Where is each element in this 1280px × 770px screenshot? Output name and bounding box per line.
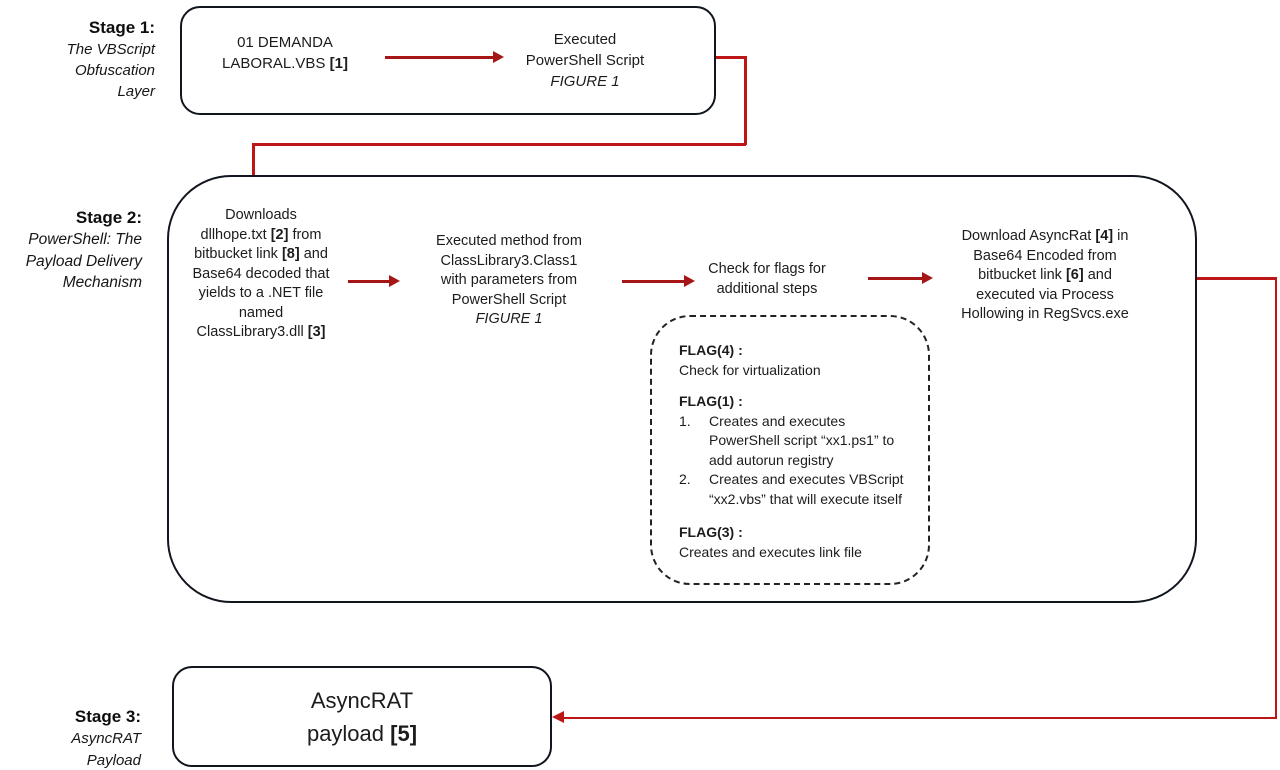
stage1-label-title: Stage 1: xyxy=(88,18,155,37)
flag1-item-1-number: 1. xyxy=(679,412,691,429)
connector-s2-s3-seg3 xyxy=(563,716,1277,719)
stage3-label-title: Stage 3: xyxy=(74,707,141,726)
stage1-box xyxy=(180,6,716,115)
connector-s2-s3-seg2 xyxy=(1274,277,1277,719)
flag1-item-2-text: Creates and executes VBScript “xx2.vbs” … xyxy=(709,471,904,507)
flag3-desc: Creates and executes link file xyxy=(679,543,862,560)
flags-detail-box: FLAG(4) : Check for virtualization FLAG(… xyxy=(650,315,930,585)
flag1-item-1: 1. Creates and executes PowerShell scrip… xyxy=(679,412,910,471)
connector-s2-s3-arrowhead xyxy=(552,711,564,724)
flag3-block: FLAG(3) : Creates and executes link file xyxy=(679,523,910,562)
stage3-box xyxy=(172,666,552,767)
flag3-title: FLAG(3) : xyxy=(679,524,743,540)
stage2-label-title: Stage 2: xyxy=(75,208,142,227)
flag1-title: FLAG(1) : xyxy=(679,393,743,409)
connector-s1-s2-seg3 xyxy=(252,143,746,146)
flag1-block: FLAG(1) : 1. Creates and executes PowerS… xyxy=(679,392,910,509)
connector-s2-s3-seg1 xyxy=(1197,277,1277,280)
flag1-item-2-number: 2. xyxy=(679,471,691,487)
stage1-exec-arrow xyxy=(385,56,493,59)
flag4-block: FLAG(4) : Check for virtualization xyxy=(679,341,910,380)
stage2-arrow-3 xyxy=(868,277,922,280)
stage2-arrow-2 xyxy=(622,280,684,283)
flag1-item-1-text: Creates and executes PowerShell script “… xyxy=(709,412,895,468)
flag4-desc: Check for virtualization xyxy=(679,361,821,378)
flag4-title: FLAG(4) : xyxy=(679,342,743,358)
stage2-box xyxy=(167,175,1197,603)
stage2-arrow-1 xyxy=(348,280,389,283)
connector-s1-s2-seg1 xyxy=(716,56,746,59)
connector-s1-s2-seg4 xyxy=(252,145,255,197)
flag1-item-2: 2. Creates and executes VBScript “xx2.vb… xyxy=(679,470,910,509)
connector-s1-s2-seg2 xyxy=(744,56,747,145)
